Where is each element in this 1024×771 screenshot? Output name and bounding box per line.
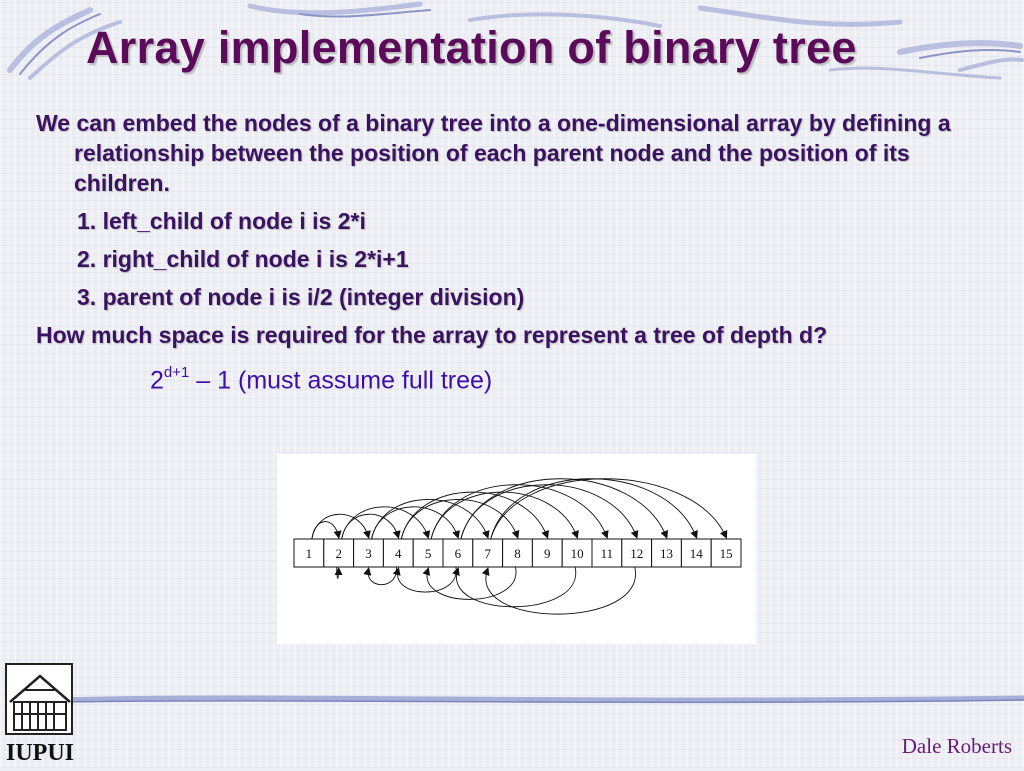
arc-parent-2 — [334, 566, 343, 579]
array-cell-6 — [442, 538, 474, 568]
arc-right-child-6 — [460, 478, 669, 540]
arc-parent-4 — [392, 566, 457, 593]
array-cell-11 — [591, 538, 623, 568]
array-cell-label-13: 13 — [660, 546, 673, 561]
arc-left-child-2 — [341, 513, 401, 540]
array-cell-label-12: 12 — [630, 546, 643, 561]
array-cell-label-5: 5 — [425, 546, 432, 561]
answer-rest: – 1 (must assume full tree) — [189, 366, 493, 395]
arc-right-child-4 — [400, 491, 549, 540]
array-cell-label-7: 7 — [484, 546, 491, 561]
array-cell-label-2: 2 — [335, 546, 342, 561]
array-cell-label-3: 3 — [365, 546, 372, 561]
answer-base: 2 — [150, 366, 164, 395]
logo-text: IUPUI — [6, 740, 74, 766]
arc-right-child-7 — [490, 478, 728, 540]
iupui-logo: IUPUI — [4, 662, 76, 766]
rule-right-child: 2. right_child of node i is 2*i+1 — [77, 246, 409, 272]
arc-left-child-3 — [371, 506, 460, 540]
array-cell-label-4: 4 — [395, 546, 402, 561]
question-paragraph: How much space is required for the array… — [36, 322, 828, 348]
array-cell-8 — [502, 538, 533, 568]
arc-left-child-4 — [400, 499, 520, 540]
arc-parent-6 — [452, 566, 576, 608]
arc-left-child-1 — [311, 521, 342, 540]
array-cell-14 — [680, 538, 712, 568]
arc-left-child-7 — [490, 478, 698, 540]
slide-body: We can embed the nodes of a binary tree … — [36, 108, 1001, 350]
slide-title: Array implementation of binary tree — [86, 22, 857, 73]
iupui-logo-graphic: IUPUI — [5, 663, 74, 766]
title-swoosh-decoration — [7, 1, 1024, 80]
array-cell-15 — [710, 538, 742, 568]
array-cell-12 — [621, 538, 653, 568]
arc-right-child-1 — [311, 513, 371, 540]
array-cell-label-15: 15 — [720, 546, 733, 561]
author-name: Dale Roberts — [901, 734, 1012, 758]
array-cell-label-6: 6 — [455, 546, 462, 561]
array-cell-2 — [323, 538, 355, 568]
arc-parent-5 — [422, 566, 517, 600]
arc-right-child-2 — [341, 506, 431, 540]
array-cell-label-10: 10 — [571, 546, 584, 561]
arc-right-child-5 — [430, 484, 609, 540]
array-cell-label-14: 14 — [690, 546, 704, 561]
array-cell-10 — [561, 538, 593, 568]
array-cell-label-8: 8 — [514, 546, 521, 561]
array-cell-3 — [353, 538, 384, 568]
answer-exponent: d+1 — [163, 364, 190, 381]
answer-text: 2d+1 – 1 (must assume full tree) — [150, 364, 493, 395]
array-cell-13 — [651, 538, 682, 568]
array-cell-1 — [293, 538, 325, 568]
array-cell-label-11: 11 — [601, 546, 614, 561]
array-cell-label-1: 1 — [306, 546, 313, 561]
array-cell-label-9: 9 — [544, 546, 551, 561]
arc-left-child-5 — [430, 491, 579, 540]
rule-left-child: 1. left_child of node i is 2*i — [77, 208, 366, 234]
arc-right-child-3 — [371, 499, 490, 540]
rule-parent: 3. parent of node i is i/2 (integer divi… — [77, 284, 525, 310]
array-cell-7 — [472, 538, 504, 568]
arc-parent-3 — [363, 566, 397, 585]
intro-paragraph: We can embed the nodes of a binary tree … — [36, 110, 951, 196]
footer-swoosh-decoration — [60, 695, 1024, 704]
array-cell-4 — [382, 538, 414, 568]
